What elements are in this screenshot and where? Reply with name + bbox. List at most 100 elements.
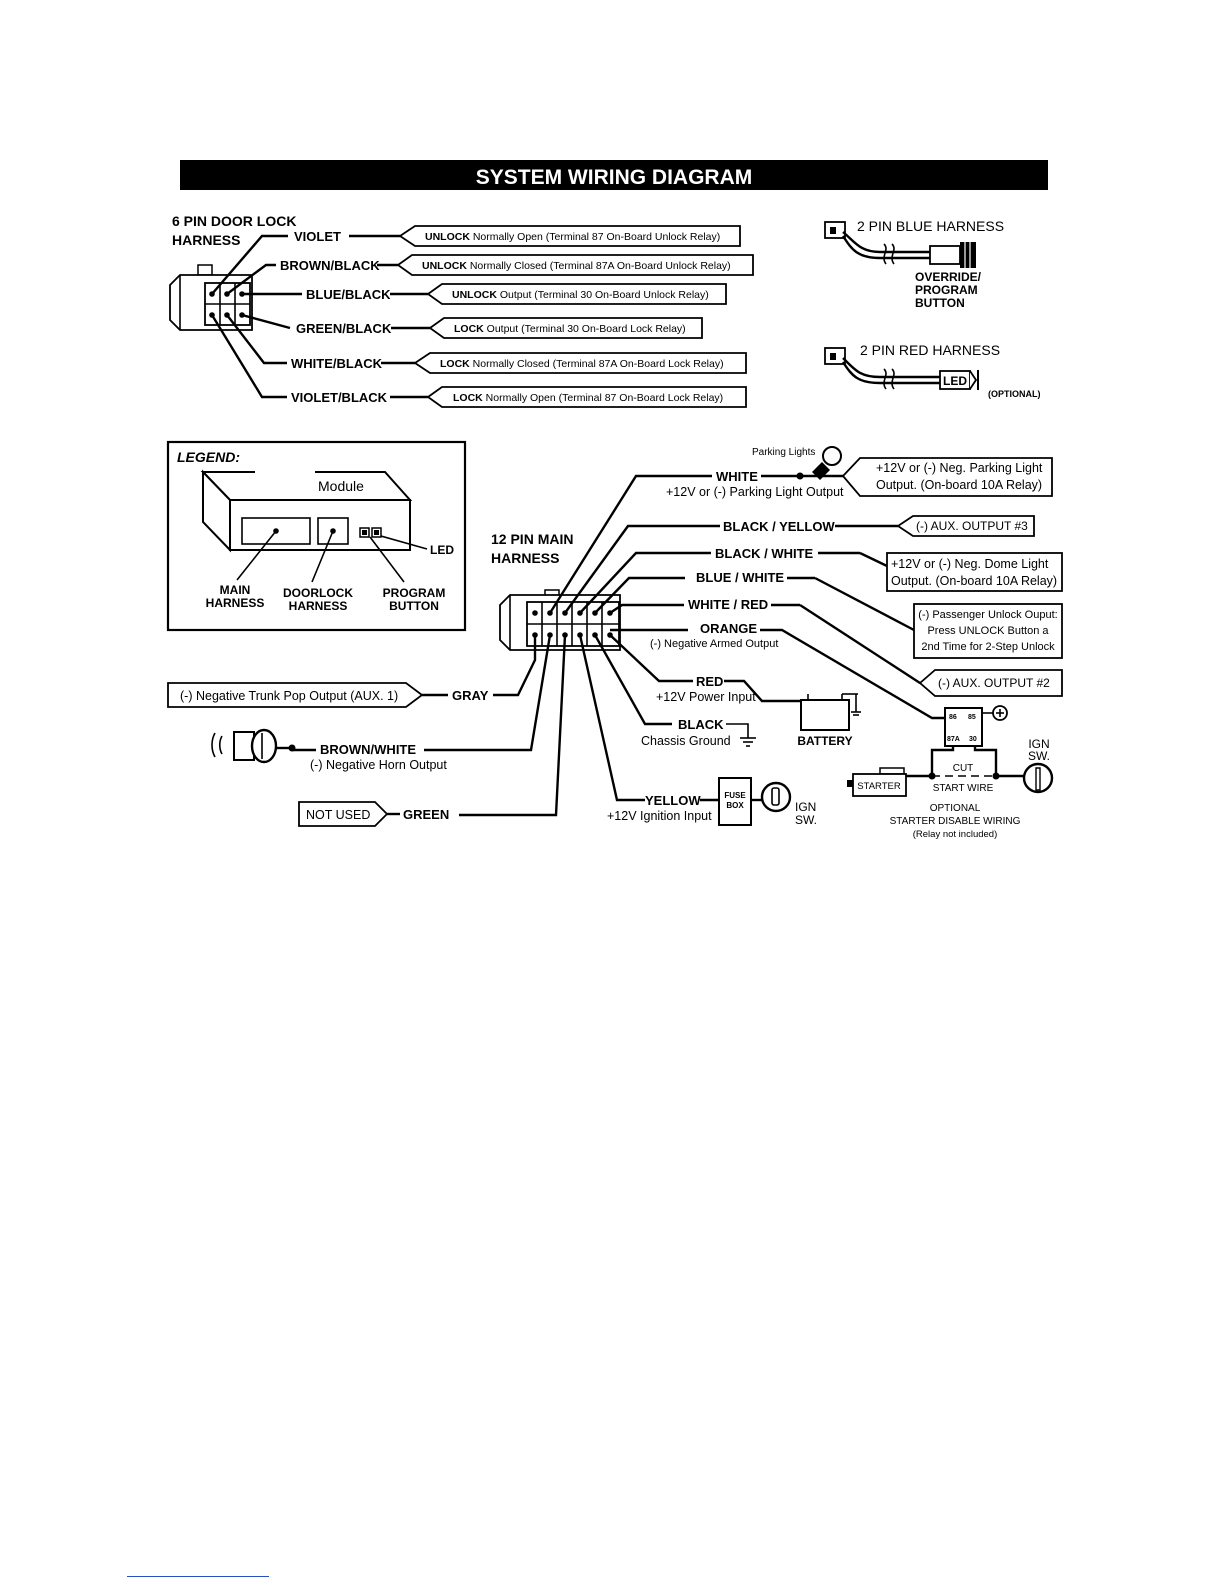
legend-title: LEGEND: bbox=[177, 449, 240, 465]
brown-white-label: BROWN/WHITE bbox=[320, 742, 416, 757]
starter-caption-1: OPTIONAL bbox=[930, 803, 981, 814]
blue-harness-line-1: OVERRIDE/ bbox=[915, 270, 982, 284]
black-yellow-label: BLACK / YELLOW bbox=[723, 519, 835, 534]
white-box-line-2: Output. (On-board 10A Relay) bbox=[876, 478, 1042, 492]
start-wire-label: START WIRE bbox=[933, 783, 994, 794]
footer-rule bbox=[127, 1576, 269, 1577]
blue-harness: 2 PIN BLUE HARNESS OVERRIDE/ PROGRAM BUT… bbox=[824, 218, 1004, 310]
black-sub: Chassis Ground bbox=[641, 734, 731, 748]
blue-white-label: BLUE / WHITE bbox=[696, 570, 784, 585]
door-lock-title-1: 6 PIN DOOR LOCK bbox=[172, 213, 296, 229]
white-wire-sub: +12V or (-) Parking Light Output bbox=[666, 485, 844, 499]
legend-program-1: PROGRAM bbox=[383, 586, 446, 600]
legend-led: LED bbox=[430, 543, 454, 557]
legend-program-2: BUTTON bbox=[389, 599, 439, 613]
ign-sw-1: IGN bbox=[795, 800, 816, 814]
yellow-sub: +12V Ignition Input bbox=[607, 809, 712, 823]
legend-main-2: HARNESS bbox=[206, 596, 265, 610]
fuse-box-line-2: BOX bbox=[726, 801, 744, 810]
tag-green-black: LOCK Output (Terminal 30 On-Board Lock R… bbox=[454, 323, 686, 335]
black-white-box-line-2: Output. (On-board 10A Relay) bbox=[891, 574, 1057, 588]
door-lock-title-2: HARNESS bbox=[172, 232, 240, 248]
tag-violet-black: LOCK Normally Open (Terminal 87 On-Board… bbox=[453, 392, 723, 404]
wire-label-blue-black: BLUE/BLACK bbox=[306, 287, 391, 302]
starter-ign-2: SW. bbox=[1028, 749, 1050, 763]
tag-white-black: LOCK Normally Closed (Terminal 87A On-Bo… bbox=[440, 358, 724, 370]
blue-harness-line-2: PROGRAM bbox=[915, 283, 978, 297]
relay-pin-85: 85 bbox=[968, 714, 976, 721]
white-box-line-1: +12V or (-) Neg. Parking Light bbox=[876, 461, 1043, 475]
wire-label-brown-black: BROWN/BLACK bbox=[280, 258, 380, 273]
starter-icon bbox=[847, 767, 907, 797]
cut-label: CUT bbox=[953, 763, 974, 774]
white-red-box: (-) AUX. OUTPUT #2 bbox=[938, 676, 1050, 690]
legend-doorlock-2: HARNESS bbox=[289, 599, 348, 613]
legend-main-1: MAIN bbox=[220, 583, 251, 597]
led-label: LED bbox=[943, 374, 967, 388]
wire-label-green-black: GREEN/BLACK bbox=[296, 321, 392, 336]
starter-ignition-icon bbox=[1022, 762, 1054, 794]
black-white-box-line-1: +12V or (-) Neg. Dome Light bbox=[891, 557, 1049, 571]
black-label: BLACK bbox=[678, 717, 724, 732]
legend: LEGEND: Module LED MAIN HARNESS DOORLOCK… bbox=[166, 440, 467, 632]
starter-ign-1: IGN bbox=[1028, 737, 1049, 751]
starter-caption-3: (Relay not included) bbox=[913, 829, 998, 840]
white-wire-label: WHITE bbox=[716, 469, 758, 484]
blue-white-box-line-1: (-) Passenger Unlock Ouput: bbox=[918, 609, 1057, 621]
blue-harness-title: 2 PIN BLUE HARNESS bbox=[857, 218, 1004, 234]
green-label: GREEN bbox=[403, 807, 449, 822]
blue-white-box-line-3: 2nd Time for 2-Step Unlock bbox=[921, 641, 1055, 653]
black-white-label: BLACK / WHITE bbox=[715, 546, 814, 561]
fuse-box-line-1: FUSE bbox=[724, 791, 746, 800]
tag-blue-black: UNLOCK Output (Terminal 30 On-Board Unlo… bbox=[452, 289, 709, 301]
yellow-label: YELLOW bbox=[645, 793, 701, 808]
title-bar bbox=[180, 160, 1048, 190]
wire-label-white-black: WHITE/BLACK bbox=[291, 356, 383, 371]
green-box: NOT USED bbox=[306, 808, 370, 822]
starter-label: STARTER bbox=[857, 781, 901, 792]
relay-pin-86: 86 bbox=[949, 714, 957, 721]
ign-sw-2: SW. bbox=[795, 813, 817, 827]
orange-label: ORANGE bbox=[700, 621, 757, 636]
tag-violet: UNLOCK Normally Open (Terminal 87 On-Boa… bbox=[425, 231, 720, 243]
legend-module: Module bbox=[318, 478, 364, 494]
battery-icon bbox=[800, 693, 861, 731]
black-yellow-box: (-) AUX. OUTPUT #3 bbox=[916, 519, 1028, 533]
red-harness: 2 PIN RED HARNESS LED (OPTIONAL) bbox=[824, 342, 1041, 399]
gray-box: (-) Negative Trunk Pop Output (AUX. 1) bbox=[180, 689, 398, 703]
battery-label: BATTERY bbox=[797, 734, 852, 748]
door-lock-connector bbox=[169, 264, 253, 331]
main-harness-section: 12 PIN MAIN HARNESS WHITE +12V or (-) Pa… bbox=[167, 446, 1063, 827]
ignition-switch-icon bbox=[760, 781, 792, 813]
starter-relay bbox=[944, 707, 983, 747]
red-harness-title: 2 PIN RED HARNESS bbox=[860, 342, 1000, 358]
blue-white-box-line-2: Press UNLOCK Button a bbox=[927, 625, 1049, 637]
fuse-box-icon bbox=[718, 777, 752, 826]
horn-icon bbox=[211, 728, 278, 764]
relay-pin-87a: 87A bbox=[947, 736, 960, 743]
white-red-label: WHITE / RED bbox=[688, 597, 768, 612]
blue-harness-line-3: BUTTON bbox=[915, 296, 965, 310]
relay-pin-30: 30 bbox=[969, 736, 977, 743]
brown-white-sub: (-) Negative Horn Output bbox=[310, 758, 447, 772]
starter-caption-2: STARTER DISABLE WIRING bbox=[890, 816, 1021, 827]
door-lock-section: 6 PIN DOOR LOCK HARNESS VIOLET BROWN/BLA… bbox=[169, 213, 754, 408]
wire-label-violet: VIOLET bbox=[294, 229, 341, 244]
plus-icon bbox=[992, 705, 1008, 721]
main-harness-title-1: 12 PIN MAIN bbox=[491, 531, 573, 547]
diagram-title: SYSTEM WIRING DIAGRAM bbox=[476, 166, 753, 189]
red-label: RED bbox=[696, 674, 723, 689]
parking-light-bulb-icon bbox=[812, 446, 842, 480]
wire-label-violet-black: VIOLET/BLACK bbox=[291, 390, 388, 405]
red-sub: +12V Power Input bbox=[656, 690, 756, 704]
orange-sub: (-) Negative Armed Output bbox=[650, 638, 778, 650]
ground-icon bbox=[726, 723, 756, 747]
tag-brown-black: UNLOCK Normally Closed (Terminal 87A On-… bbox=[422, 260, 731, 272]
parking-lights-label: Parking Lights bbox=[752, 447, 815, 458]
optional-label: (OPTIONAL) bbox=[988, 389, 1041, 399]
gray-label: GRAY bbox=[452, 688, 489, 703]
starter-disable-section: 86 85 87A 30 CUT START WIRE STARTER IGN … bbox=[847, 705, 1054, 840]
legend-doorlock-1: DOORLOCK bbox=[283, 586, 353, 600]
main-harness-title-2: HARNESS bbox=[491, 550, 559, 566]
